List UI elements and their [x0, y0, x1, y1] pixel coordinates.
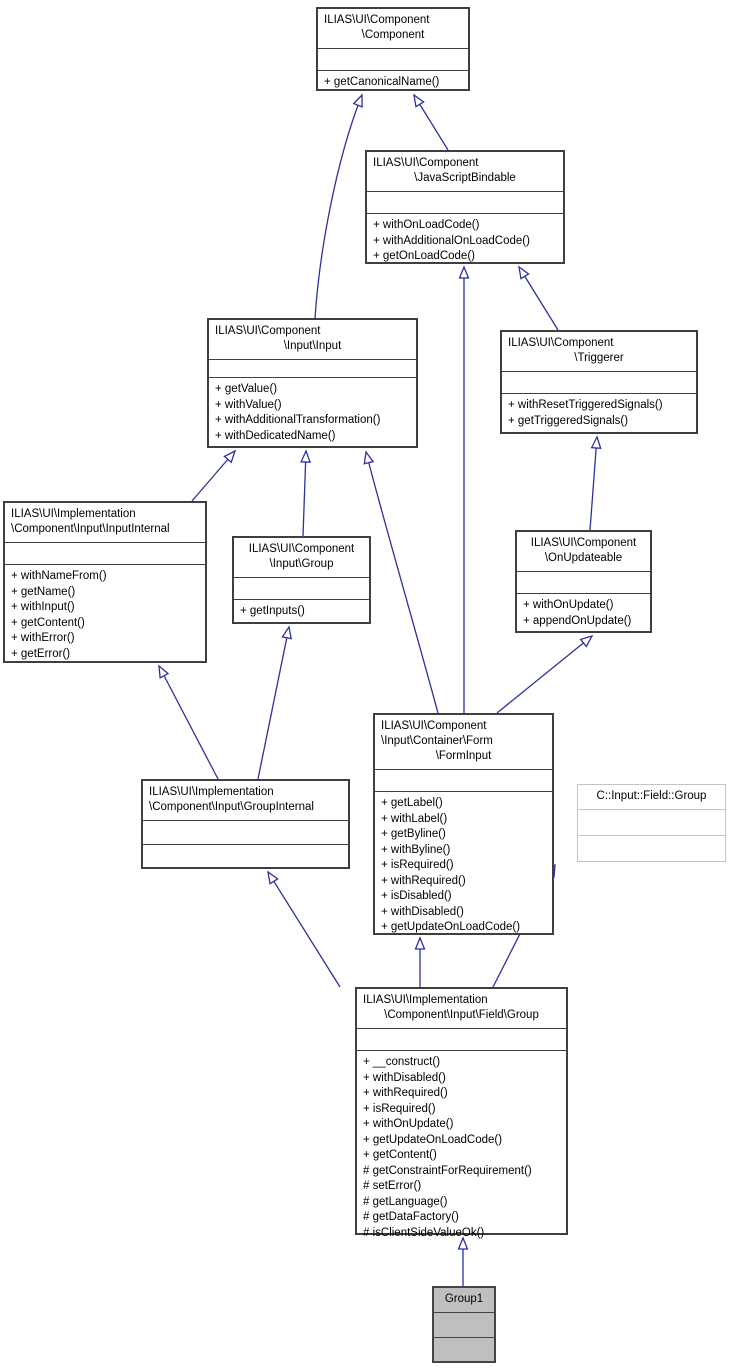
class-title: ILIAS\UI\Component \Input\Input	[209, 320, 416, 360]
class-title: ILIAS\UI\Component \Component	[318, 9, 468, 49]
class-title: Group1	[434, 1288, 494, 1313]
methods-section: + withNameFrom() + getName() + withInput…	[11, 570, 107, 660]
class-title: ILIAS\UI\Component \JavaScriptBindable	[367, 152, 563, 192]
edge-groupinternal-to-inputgroup	[257, 625, 293, 780]
class-node-inputinternal[interactable]: ILIAS\UI\Implementation \Component\Input…	[3, 501, 207, 663]
methods-section: + getValue() + withValue() + withAdditio…	[215, 383, 381, 442]
class-title: ILIAS\UI\Implementation \Component\Input…	[357, 989, 566, 1029]
class-node-onupdateable[interactable]: ILIAS\UI\Component \OnUpdateable + withO…	[515, 530, 652, 633]
class-node-input[interactable]: ILIAS\UI\Component \Input\Input + getVal…	[207, 318, 418, 448]
class-title: ILIAS\UI\Implementation \Component\Input…	[143, 781, 348, 821]
class-node-component[interactable]: ILIAS\UI\Component \Component + getCanon…	[316, 7, 470, 91]
edge-inputinternal-to-input	[191, 449, 237, 502]
class-node-jsbindable[interactable]: ILIAS\UI\Component \JavaScriptBindable +…	[365, 150, 565, 264]
edge-forminput-to-onupdateable	[496, 634, 594, 714]
methods-section: + withOnLoadCode() + withAdditionalOnLoa…	[373, 219, 530, 262]
class-title: ILIAS\UI\Implementation \Component\Input…	[5, 503, 205, 543]
methods-section: + withResetTriggeredSignals() + getTrigg…	[508, 399, 663, 427]
methods-section	[434, 1338, 494, 1362]
attributes-section	[502, 372, 696, 394]
attributes-section	[5, 543, 205, 565]
methods-section: + getInputs()	[240, 605, 305, 617]
class-title: ILIAS\UI\Component \Input\Group	[234, 538, 369, 578]
class-node-forminput[interactable]: ILIAS\UI\Component \Input\Container\Form…	[373, 713, 554, 935]
class-node-fieldgroup[interactable]: ILIAS\UI\Implementation \Component\Input…	[355, 987, 568, 1239]
edge-fieldgroup-to-groupinternal	[267, 870, 341, 988]
attributes-section	[357, 1029, 566, 1051]
attributes-section	[375, 770, 552, 792]
class-node-group1: Group1	[432, 1286, 496, 1363]
class-node-triggerer[interactable]: ILIAS\UI\Component \Triggerer + withRese…	[500, 330, 698, 434]
edge-groupinternal-to-inputinternal	[158, 664, 219, 780]
attributes-section	[318, 49, 468, 71]
attributes-section	[367, 192, 563, 214]
edge-inputgroup-to-input	[300, 449, 312, 537]
attributes-section	[578, 810, 725, 836]
attributes-section	[434, 1313, 494, 1338]
class-node-external-group: C::Input::Field::Group	[577, 784, 726, 862]
methods-section: + getCanonicalName()	[324, 76, 440, 88]
methods-section: + getLabel() + withLabel() + getByline()…	[381, 797, 521, 933]
attributes-section	[234, 578, 369, 600]
attributes-section	[209, 360, 416, 378]
class-title: C::Input::Field::Group	[578, 785, 725, 810]
methods-section: + withOnUpdate() + appendOnUpdate()	[523, 599, 632, 627]
class-title: ILIAS\UI\Component \Triggerer	[502, 332, 696, 372]
edge-forminput-to-input	[363, 450, 439, 714]
edge-triggerer-to-jsbindable	[518, 265, 559, 331]
edge-onupdateable-to-triggerer	[589, 435, 602, 531]
methods-section	[143, 845, 348, 868]
attributes-section	[517, 572, 650, 594]
methods-section	[578, 836, 725, 861]
class-node-inputgroup[interactable]: ILIAS\UI\Component \Input\Group + getInp…	[232, 536, 371, 624]
edge-input-to-component	[314, 93, 363, 319]
class-title: ILIAS\UI\Component \OnUpdateable	[517, 532, 650, 572]
class-node-groupinternal[interactable]: ILIAS\UI\Implementation \Component\Input…	[141, 779, 350, 869]
attributes-section	[143, 821, 348, 845]
methods-section: + __construct() + withDisabled() + withR…	[363, 1056, 532, 1239]
class-title: ILIAS\UI\Component \Input\Container\Form…	[375, 715, 552, 770]
edge-jsbindable-to-component	[413, 93, 449, 151]
